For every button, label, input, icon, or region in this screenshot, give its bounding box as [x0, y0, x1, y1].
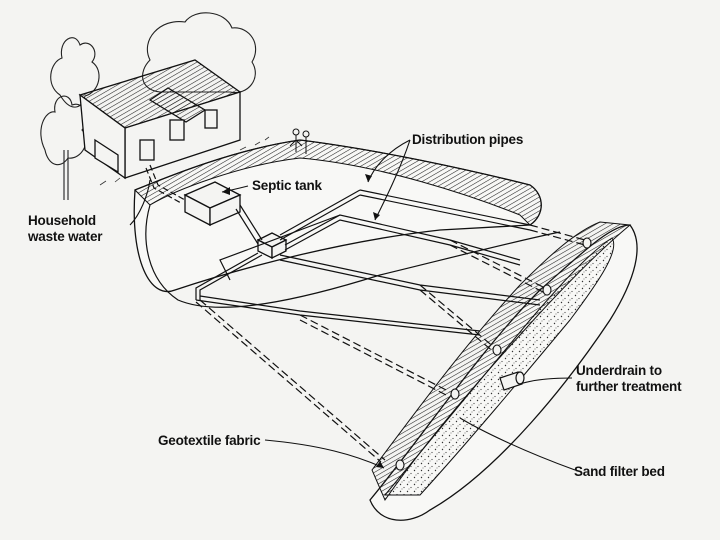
- household-label-line2: waste water: [28, 229, 102, 245]
- household-waste-water-label: Household waste water: [28, 213, 102, 245]
- underdrain-label: Underdrain to further treatment: [576, 363, 681, 395]
- geotextile-fabric-label: Geotextile fabric: [158, 433, 260, 449]
- underdrain-label-line2: further treatment: [576, 379, 681, 395]
- septic-tank-label: Septic tank: [252, 178, 322, 194]
- distribution-pipes-label: Distribution pipes: [412, 132, 523, 148]
- household-label-line1: Household: [28, 213, 102, 229]
- underdrain-label-line1: Underdrain to: [576, 363, 681, 379]
- sand-filter-bed-label: Sand filter bed: [574, 464, 665, 480]
- excavation-pit: [134, 140, 560, 307]
